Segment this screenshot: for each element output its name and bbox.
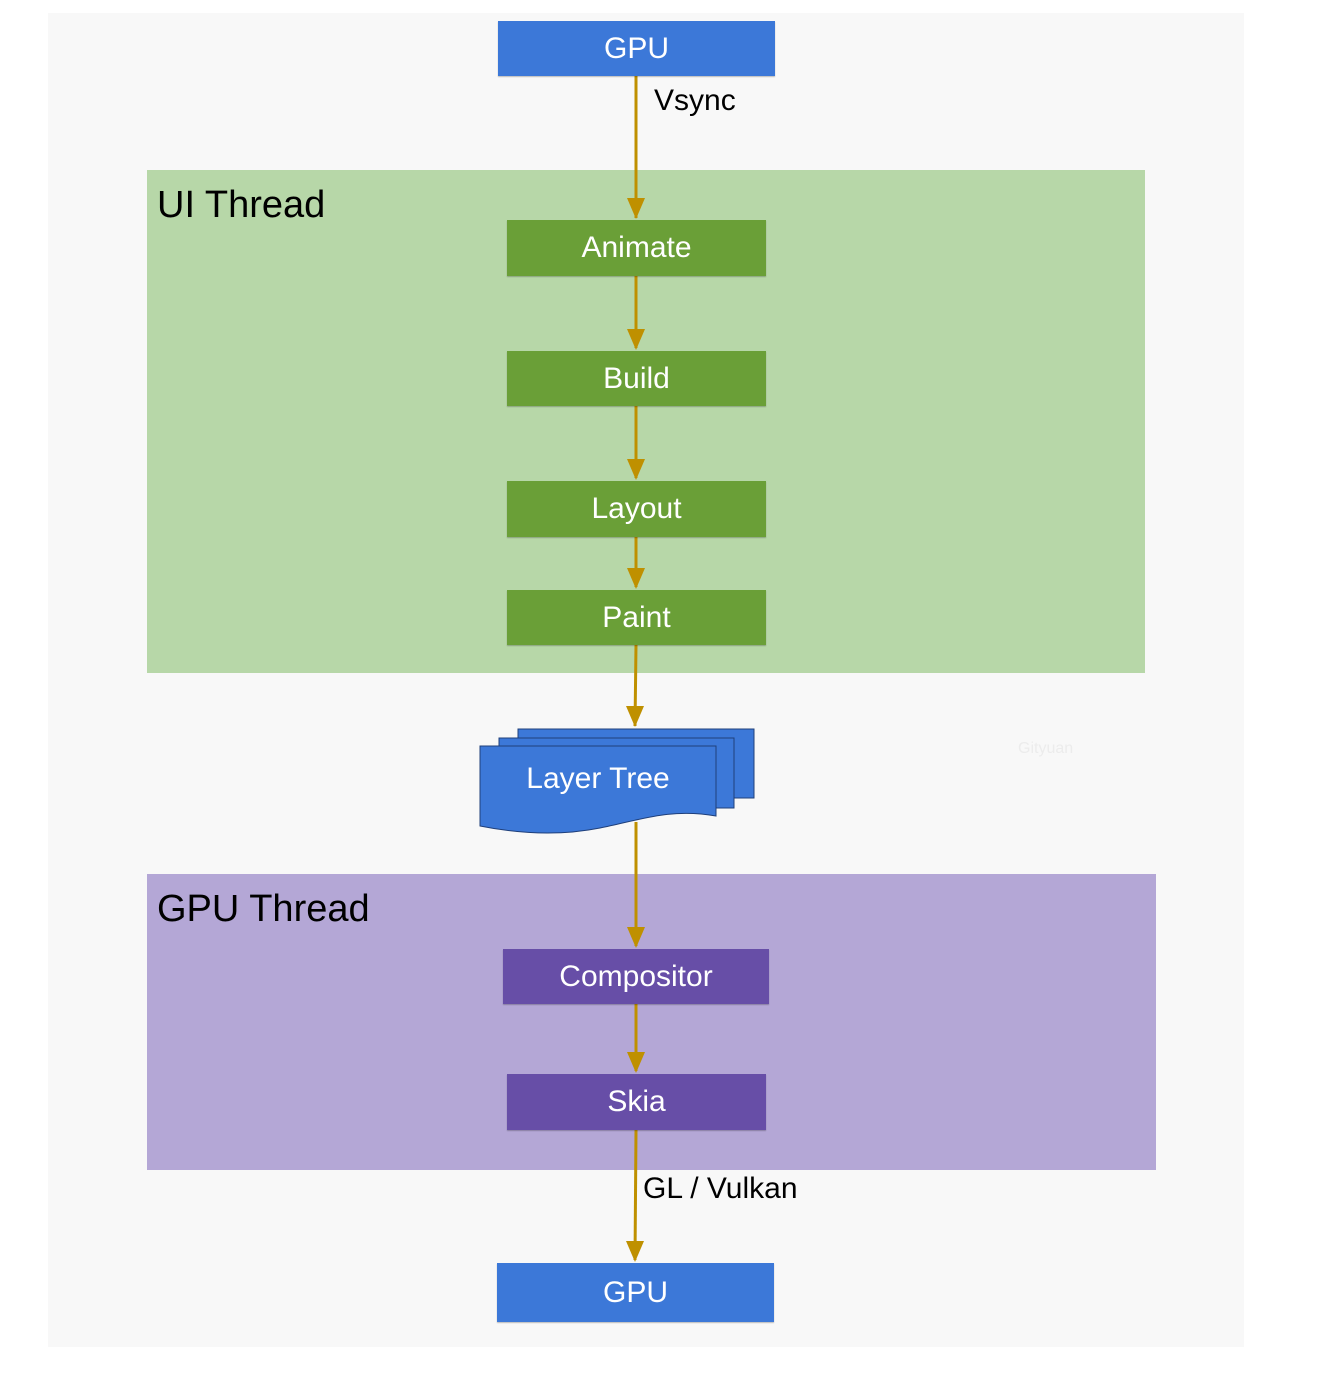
layout-node: Layout bbox=[507, 481, 766, 537]
gpu-bottom-node: GPU bbox=[497, 1263, 774, 1322]
arrowhead-layout-to-paint bbox=[627, 568, 645, 589]
arrowhead-animate-to-build bbox=[627, 329, 645, 350]
gl-vulkan-label: GL / Vulkan bbox=[643, 1172, 798, 1205]
watermark-text: Gityuan bbox=[1018, 740, 1074, 757]
arrowhead-skia-to-gpu bbox=[626, 1241, 644, 1262]
layer-tree-label: Layer Tree bbox=[526, 762, 670, 795]
ui-thread-title: UI Thread bbox=[157, 184, 326, 226]
arrowhead-paint-to-layer-tree bbox=[626, 706, 644, 727]
arrow-skia-to-gpu bbox=[633, 1129, 638, 1261]
build-node: Build bbox=[507, 351, 766, 406]
gpu-top-node: GPU bbox=[498, 21, 775, 76]
paint-node: Paint bbox=[507, 590, 766, 645]
compositor-node: Compositor bbox=[503, 949, 769, 1004]
gpu-thread-title: GPU Thread bbox=[157, 888, 370, 930]
skia-node: Skia bbox=[507, 1074, 766, 1130]
vsync-label: Vsync bbox=[654, 84, 736, 117]
arrowhead-gpu-to-animate bbox=[627, 198, 645, 219]
arrowhead-layer-tree-to-compositor bbox=[627, 927, 645, 948]
layer-tree-sheet-front bbox=[479, 745, 717, 834]
arrowhead-build-to-layout bbox=[627, 459, 645, 480]
animate-node: Animate bbox=[507, 220, 766, 276]
arrowhead-compositor-to-skia bbox=[627, 1052, 645, 1073]
